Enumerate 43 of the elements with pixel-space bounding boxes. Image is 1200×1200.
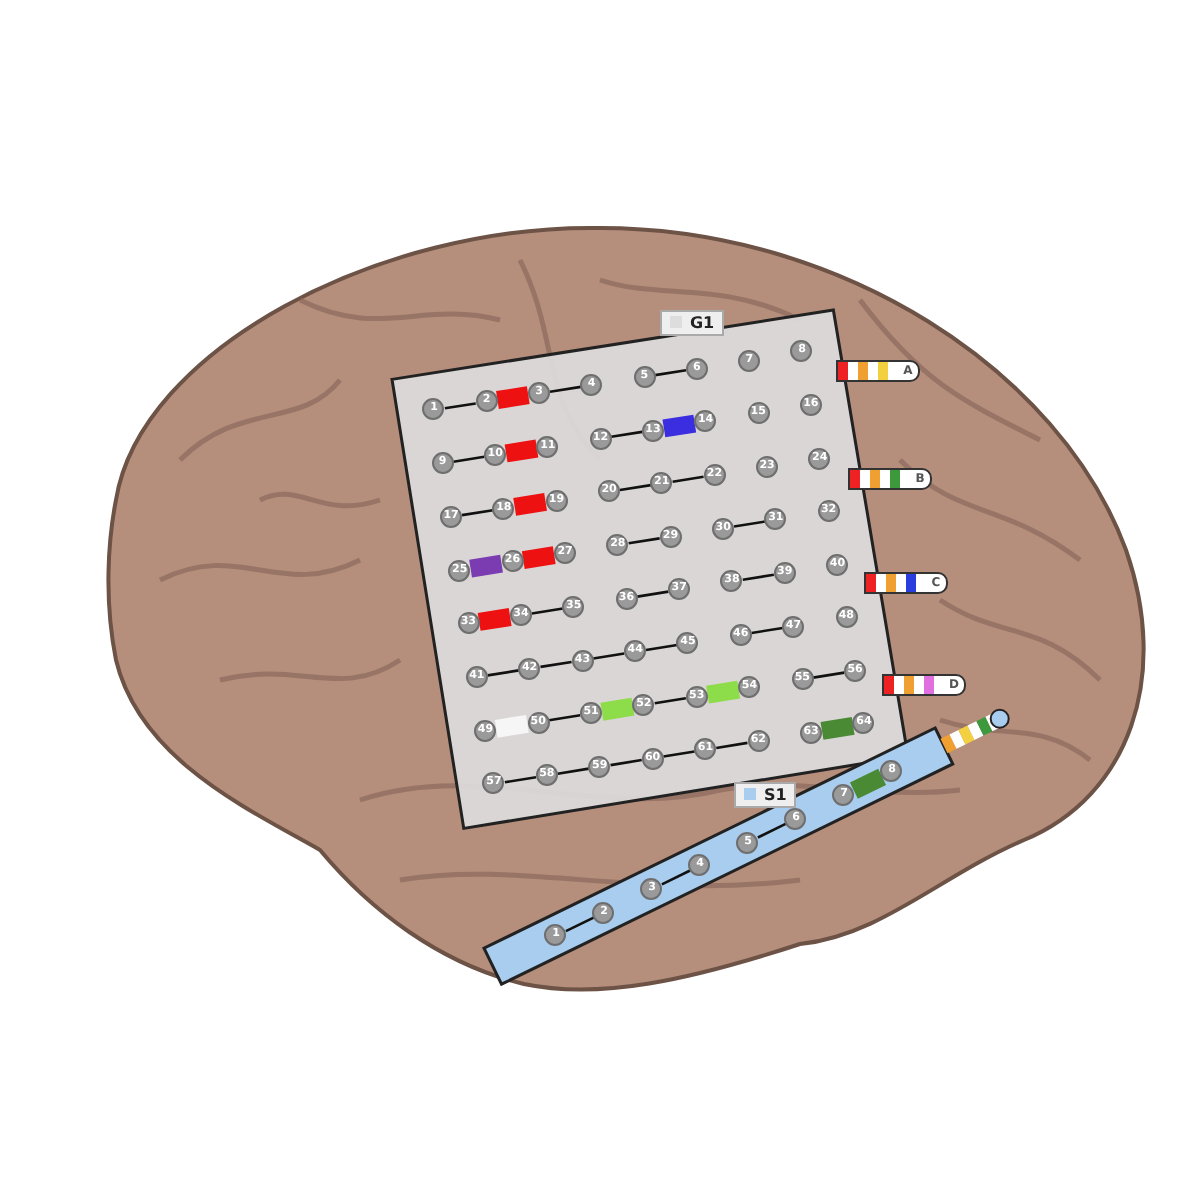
electrode-label: S1 [763,785,787,804]
connector-line [540,660,572,669]
connector-line [628,537,660,545]
connector-line [637,590,669,598]
connector-line [619,483,652,492]
connector-line [733,520,766,528]
connector-line [663,750,695,758]
connector-line [611,430,643,438]
connector-line [813,671,845,679]
connector-line [716,741,748,750]
connector-line [565,916,595,933]
connector-line [757,822,787,839]
electrode-label: G1 [689,313,715,332]
electrode-pair-block [521,546,556,570]
connector-line [661,869,691,886]
connector-line [487,669,519,677]
connector-line [461,508,494,517]
connector-line [549,385,582,393]
electrode-pair-block [504,439,539,463]
electrode-pair-block [477,608,512,631]
connector-line [548,713,581,722]
connector-line [654,369,687,377]
electrode-pair-block [513,492,547,516]
electrode-pair-block [849,768,887,799]
electrode-pair-block [469,554,503,578]
electrode-pair-block [494,714,529,738]
connector-line [645,643,678,652]
connector-line [654,696,687,705]
electrode-pair-block [706,680,741,704]
connector-line [531,607,564,615]
connector-line [742,573,775,581]
electrode-pair-block [600,697,635,721]
connector-line [444,402,476,410]
electrode-pair-block [820,716,855,740]
electrode-pair-block [662,414,697,438]
electrode-pair-block [496,386,530,409]
connector-line [672,475,704,483]
connector-line [593,652,625,660]
connector-line [557,767,590,775]
connector-line [751,626,783,635]
connector-line [453,455,485,463]
connector-line [610,758,642,767]
connector-line [504,775,537,784]
